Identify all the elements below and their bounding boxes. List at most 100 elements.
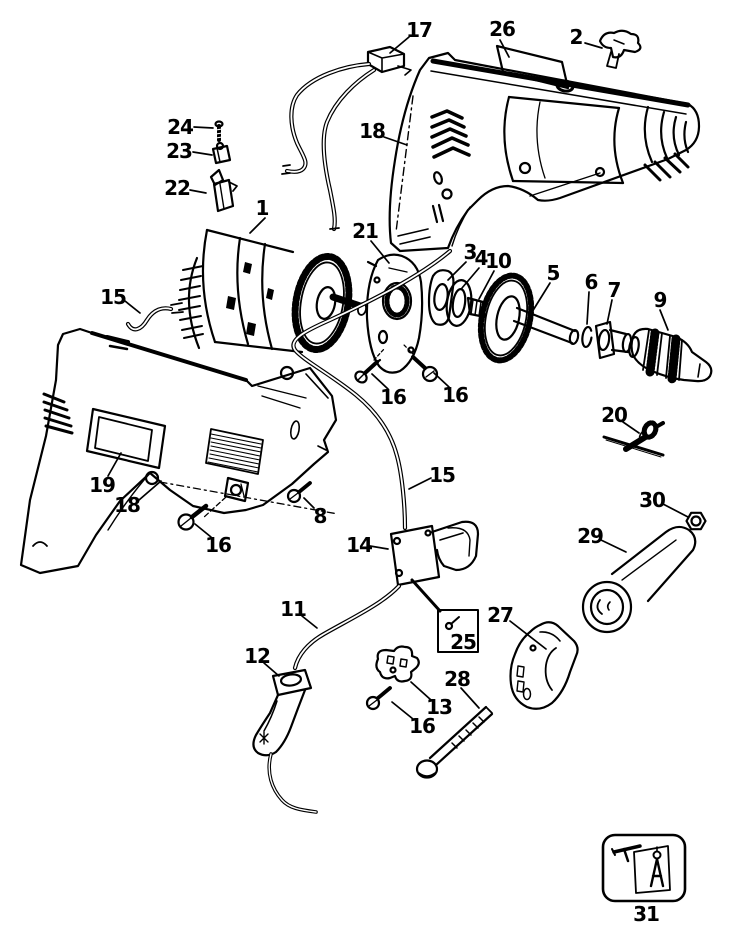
leader-line [124, 300, 141, 314]
clamp-screw-part [365, 686, 392, 711]
leader-line [600, 539, 627, 553]
housing-left-part [19, 327, 339, 575]
part-number-label: 14 [346, 533, 373, 557]
handle-bolt-part [415, 705, 494, 779]
brush-clip-part [598, 29, 642, 69]
spindle-bearing-part [594, 320, 633, 360]
part-number-label: 23 [166, 139, 193, 163]
leader-line [249, 217, 266, 234]
chuck-key-part [602, 420, 665, 458]
hang-up-icon-panel [601, 833, 687, 903]
leader-line [586, 291, 590, 325]
cord-clamp-part [375, 645, 420, 683]
retaining-ring-part [581, 325, 593, 349]
leader-line [138, 480, 162, 501]
leader-line [370, 240, 390, 264]
power-cord-lower-part [292, 583, 402, 671]
leader-line [189, 189, 207, 194]
switch-screw-part [286, 481, 312, 504]
part-number-label: 2 [569, 25, 584, 49]
part-number-label: 28 [444, 667, 471, 691]
leader-line [509, 620, 547, 650]
screw-inset-box-part [437, 609, 479, 653]
part-number-label: 22 [164, 176, 191, 200]
leader-line [369, 545, 389, 550]
gear-plate-screw-left-part [354, 348, 385, 384]
part-number-label: 10 [485, 249, 512, 273]
part-number-label: 1 [255, 196, 270, 220]
field-lead-wires-part [281, 61, 377, 232]
leader-line [192, 151, 213, 156]
power-cord-upper-part [291, 248, 453, 531]
leader-line [303, 497, 315, 509]
part-number-label: 9 [653, 288, 668, 312]
part-number-label: 5 [546, 261, 561, 285]
leader-line [659, 309, 669, 331]
part-number-label: 3 [463, 240, 478, 264]
part-number-label: 15 [100, 285, 127, 309]
part-number-label: 13 [426, 695, 453, 719]
leader-line [371, 373, 389, 390]
leader-line [499, 39, 510, 58]
part-number-label: 18 [359, 119, 386, 143]
part-number-label: 12 [244, 644, 271, 668]
part-number-label: 4 [474, 246, 489, 270]
part-number-label: 15 [429, 463, 456, 487]
handle-clamp-part [509, 621, 579, 710]
leader-line [391, 701, 414, 720]
part-number-label: 11 [280, 597, 307, 621]
carbon-brush-part [211, 141, 232, 165]
motor-armature-part [178, 228, 368, 354]
part-number-label: 30 [639, 488, 666, 512]
part-number-label: 16 [205, 533, 232, 557]
part-number-label: 26 [489, 17, 516, 41]
part-number-label: 24 [167, 115, 194, 139]
handle-nut-part [685, 511, 707, 531]
cord-protector-part [252, 668, 318, 814]
housing-screw-part [177, 503, 209, 531]
part-number-label: 6 [584, 270, 599, 294]
leader-line [194, 523, 212, 538]
side-handle-part [581, 525, 697, 634]
leader-line [410, 681, 432, 701]
part-number-label: 8 [313, 504, 328, 528]
nameplate-label-part [495, 44, 570, 90]
chuck-part [628, 327, 713, 384]
part-number-label: 31 [633, 902, 660, 926]
part-number-label: 29 [577, 524, 604, 548]
leader-line [389, 36, 410, 54]
part-number-label: 16 [380, 385, 407, 409]
leader-line [622, 421, 640, 434]
part-number-label: 18 [114, 493, 141, 517]
part-number-label: 7 [607, 278, 622, 302]
leader-line [301, 615, 318, 629]
leader-line [461, 267, 480, 289]
part-number-label: 27 [487, 603, 514, 627]
part-number-label: 17 [406, 18, 433, 42]
lead-wire-part [125, 302, 184, 332]
leader-line [478, 270, 495, 300]
leader-line [460, 687, 480, 709]
brush-screw-part [214, 120, 224, 142]
leader-line [662, 503, 689, 518]
brush-holder-part [209, 168, 238, 213]
leader-line [408, 477, 432, 490]
leader-line [531, 282, 551, 313]
part-number-label: 20 [601, 403, 628, 427]
leader-line [606, 299, 613, 325]
part-number-label: 19 [89, 473, 116, 497]
part-number-label: 16 [442, 383, 469, 407]
housing-right-part [388, 51, 701, 253]
leader-line [107, 452, 122, 477]
part-number-label: 21 [352, 219, 379, 243]
leader-line [383, 136, 408, 146]
gear-plate-screw-right-part [403, 344, 439, 383]
spindle-gear-part [477, 272, 580, 364]
leader-line [433, 372, 450, 388]
leader-line [263, 662, 280, 677]
leader-line [584, 42, 603, 49]
leader-line [447, 261, 467, 281]
switch-part [389, 520, 480, 613]
leader-lines [107, 36, 689, 720]
